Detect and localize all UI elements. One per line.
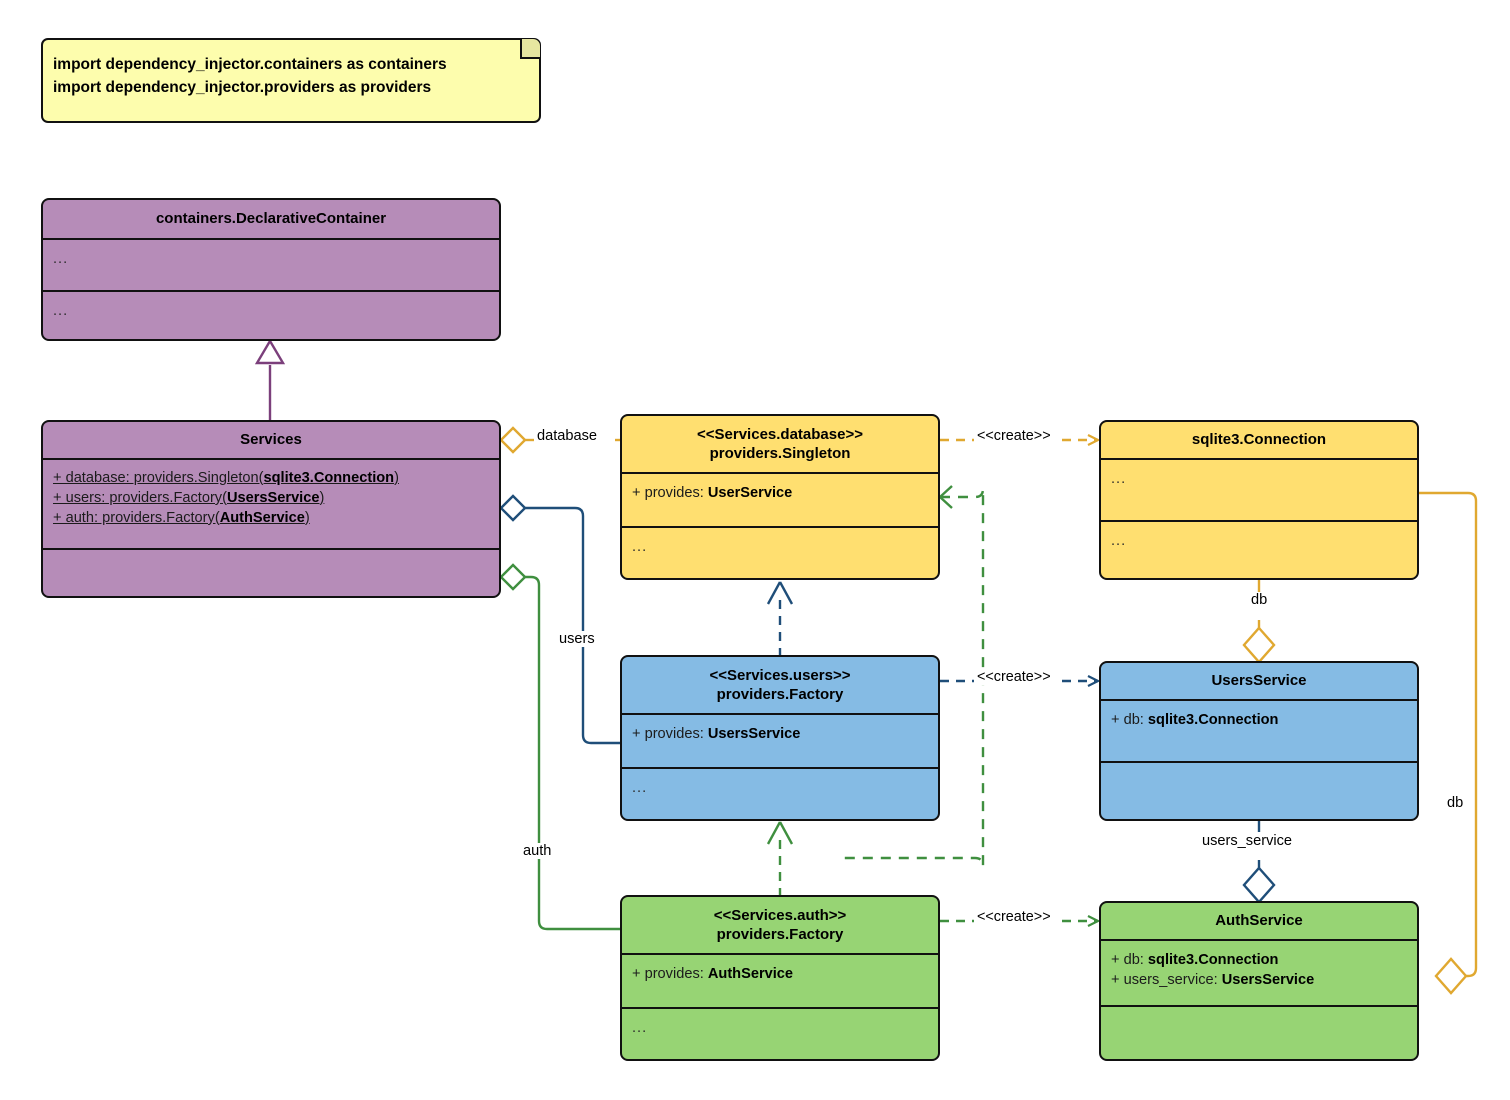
edge-services-auth	[499, 563, 620, 931]
attr-row: + db: sqlite3.Connection	[1111, 952, 1279, 968]
attr-placeholder: ...	[53, 251, 69, 267]
class-title-services-users: <<Services.users>> providers.Factory	[622, 657, 938, 715]
edge-label-users: users	[556, 631, 598, 647]
method-placeholder: ...	[632, 539, 648, 555]
attr-row: + provides: UserService	[632, 485, 793, 501]
note-fold-corner	[520, 39, 540, 59]
class-attributes-services-database: + provides: UserService	[622, 474, 938, 526]
class-title-users-service: UsersService	[1101, 663, 1417, 701]
class-title-services-auth: <<Services.auth>> providers.Factory	[622, 897, 938, 955]
method-placeholder: ...	[632, 1020, 648, 1036]
edge-label-database: database	[534, 428, 601, 444]
method-placeholder: ...	[632, 780, 648, 796]
attr-row: + users_service: UsersService	[1111, 971, 1315, 988]
class-methods-users-service	[1101, 761, 1417, 819]
class-attributes-services-users: + provides: UsersService	[622, 715, 938, 767]
note-line-2: import dependency_injector.providers as …	[53, 79, 432, 96]
class-box-declarative-container[interactable]: containers.DeclarativeContainer ... ...	[41, 198, 501, 341]
class-methods-services-users: ...	[622, 767, 938, 819]
edge-dependency-users-to-database	[766, 581, 794, 657]
method-placeholder: ...	[53, 303, 69, 319]
class-methods-auth-service	[1101, 1005, 1417, 1059]
class-methods-declarative-container: ...	[43, 290, 499, 338]
attr-row: + db: sqlite3.Connection	[1111, 712, 1279, 728]
edge-label-create-users: <<create>>	[974, 669, 1054, 685]
class-attributes-declarative-container: ...	[43, 240, 499, 290]
edge-label-users-service: users_service	[1199, 833, 1296, 849]
class-title-services-database: <<Services.database>> providers.Singleto…	[622, 416, 938, 474]
class-box-sqlite3-connection[interactable]: sqlite3.Connection ... ...	[1099, 420, 1419, 580]
edge-generalization-services-to-container	[254, 338, 286, 420]
class-name-services-database: providers.Singleton	[709, 445, 851, 462]
edge-label-auth: auth	[520, 843, 555, 859]
class-box-services-database[interactable]: <<Services.database>> providers.Singleto…	[620, 414, 940, 580]
class-box-users-service[interactable]: UsersService + db: sqlite3.Connection	[1099, 661, 1419, 821]
attr-row: + auth: providers.Factory(AuthService)	[53, 509, 310, 526]
class-title-auth-service: AuthService	[1101, 903, 1417, 941]
edge-db-connection-to-authservice	[1419, 491, 1478, 995]
class-stereotype-services-database: <<Services.database>>	[697, 425, 863, 443]
edge-services-users	[499, 494, 620, 745]
class-methods-services	[43, 548, 499, 594]
edge-label-db-users: db	[1248, 592, 1271, 608]
class-name-services-users: providers.Factory	[716, 686, 844, 703]
method-placeholder: ...	[1111, 533, 1127, 549]
attr-row: + database: providers.Singleton(sqlite3.…	[53, 470, 399, 486]
import-note: import dependency_injector.containers as…	[41, 38, 541, 123]
class-box-services-users[interactable]: <<Services.users>> providers.Factory + p…	[620, 655, 940, 821]
edge-label-create-database: <<create>>	[974, 428, 1054, 444]
attr-row: + users: providers.Factory(UsersService)	[53, 489, 325, 506]
edge-label-create-auth: <<create>>	[974, 909, 1054, 925]
attr-placeholder: ...	[1111, 471, 1127, 487]
class-methods-sqlite3-connection: ...	[1101, 520, 1417, 578]
class-attributes-sqlite3-connection: ...	[1101, 460, 1417, 520]
note-line-1: import dependency_injector.containers as…	[53, 56, 447, 73]
attr-row: + provides: UsersService	[632, 726, 801, 742]
attr-row: + provides: AuthService	[632, 966, 794, 982]
class-methods-services-database: ...	[622, 526, 938, 578]
edge-dependency-auth-to-users	[766, 821, 794, 897]
class-title-declarative-container: containers.DeclarativeContainer	[43, 200, 499, 240]
class-title-services: Services	[43, 422, 499, 460]
class-stereotype-services-users: <<Services.users>>	[709, 666, 851, 684]
class-box-services-auth[interactable]: <<Services.auth>> providers.Factory + pr…	[620, 895, 940, 1061]
edge-label-db-auth: db	[1444, 795, 1467, 811]
class-name-services-auth: providers.Factory	[716, 926, 844, 943]
class-box-auth-service[interactable]: AuthService + db: sqlite3.Connection + u…	[1099, 901, 1419, 1061]
class-box-services[interactable]: Services + database: providers.Singleton…	[41, 420, 501, 598]
edge-services-database	[499, 426, 620, 454]
class-attributes-services-auth: + provides: AuthService	[622, 955, 938, 1007]
class-attributes-auth-service: + db: sqlite3.Connection + users_service…	[1101, 941, 1417, 1005]
class-stereotype-services-auth: <<Services.auth>>	[713, 906, 847, 924]
class-title-sqlite3-connection: sqlite3.Connection	[1101, 422, 1417, 460]
class-methods-services-auth: ...	[622, 1007, 938, 1059]
class-attributes-services: + database: providers.Singleton(sqlite3.…	[43, 460, 499, 548]
class-attributes-users-service: + db: sqlite3.Connection	[1101, 701, 1417, 761]
